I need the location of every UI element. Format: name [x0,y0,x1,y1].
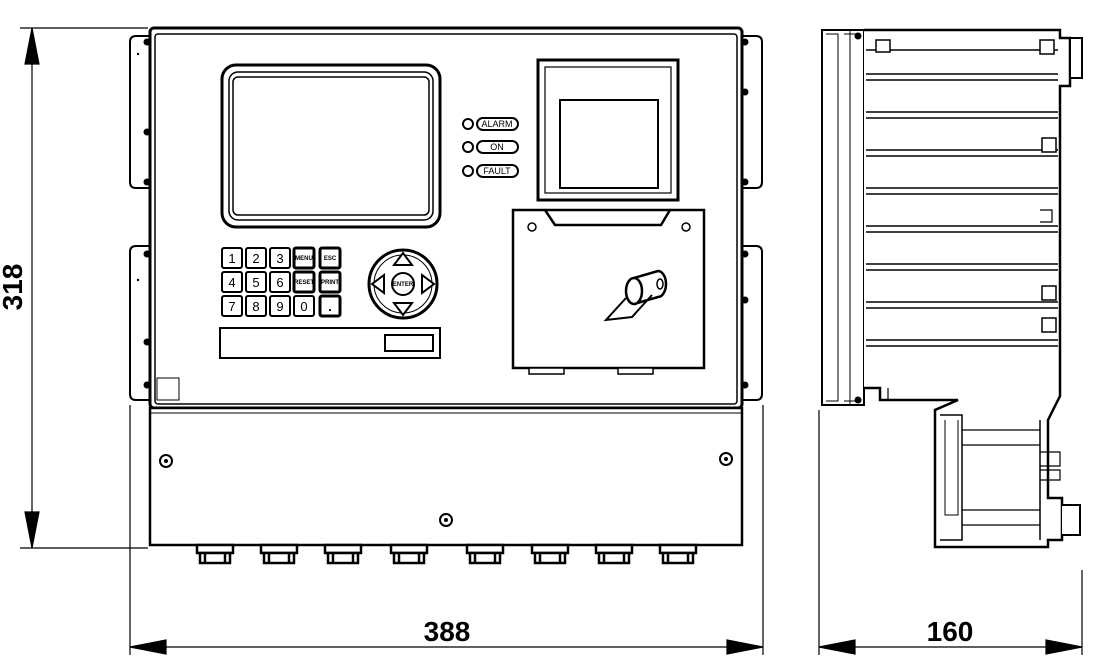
svg-text:9: 9 [276,299,283,314]
indicator-alarm: ALARM [462,117,519,131]
front-view: ALARM ON FAULT [129,26,763,565]
junction-box [148,406,744,547]
key-3[interactable]: 3 [269,247,291,269]
key-menu[interactable]: MENU [292,246,316,270]
svg-text:6: 6 [276,275,283,290]
arrow-right-icon[interactable] [421,273,436,295]
key-5[interactable]: 5 [245,271,267,293]
printer-cover [511,208,706,375]
key-6[interactable]: 6 [269,271,291,293]
arrow-left-icon[interactable] [370,273,385,295]
indicator-fault-label: FAULT [483,166,511,176]
svg-text:7: 7 [228,299,235,314]
cable-glands [195,543,698,565]
mounting-brackets [129,35,763,401]
svg-text:0: 0 [300,299,307,314]
key-1[interactable]: 1 [221,247,243,269]
paper-roll-icon [603,269,668,322]
keypad: 1 2 3 MENU ESC 4 5 6 RESET PRINT 7 8 9 0… [221,246,342,318]
svg-text:PRINT: PRINT [321,280,339,286]
height-label: 318 [0,264,28,311]
svg-text:4: 4 [228,275,235,290]
key-dot[interactable]: . [318,294,342,318]
display-screen [220,63,442,229]
svg-text:5: 5 [252,275,259,290]
key-reset[interactable]: RESET [292,270,316,294]
key-9[interactable]: 9 [269,295,291,317]
svg-text:MENU: MENU [295,256,313,262]
svg-text:3: 3 [276,251,283,266]
svg-text:.: . [328,299,332,314]
key-7[interactable]: 7 [221,295,243,317]
card-slot [219,327,441,359]
key-esc[interactable]: ESC [318,246,342,270]
arrow-down-icon[interactable] [392,302,414,317]
navigation-pad: ENTER [367,248,439,320]
width-label: 388 [424,616,471,647]
key-0[interactable]: 0 [293,295,315,317]
svg-text:8: 8 [252,299,259,314]
arrow-up-icon[interactable] [392,251,414,266]
svg-text:2: 2 [252,251,259,266]
svg-text:ESC: ESC [324,256,337,262]
indicator-on: ON [462,140,519,154]
svg-text:RESET: RESET [294,280,314,286]
key-4[interactable]: 4 [221,271,243,293]
indicator-alarm-label: ALARM [481,119,512,129]
key-2[interactable]: 2 [245,247,267,269]
depth-dimension [818,410,1083,655]
key-8[interactable]: 8 [245,295,267,317]
depth-label: 160 [927,616,974,647]
svg-text:1: 1 [228,251,235,266]
svg-text:ENTER: ENTER [393,282,414,288]
side-view [821,28,1083,549]
key-print[interactable]: PRINT [318,270,342,294]
enter-button[interactable]: ENTER [391,272,415,296]
height-dimension [20,27,148,549]
width-dimension [129,405,764,655]
indicator-fault: FAULT [462,164,519,178]
printer-window [536,58,680,202]
indicator-on-label: ON [490,142,504,152]
